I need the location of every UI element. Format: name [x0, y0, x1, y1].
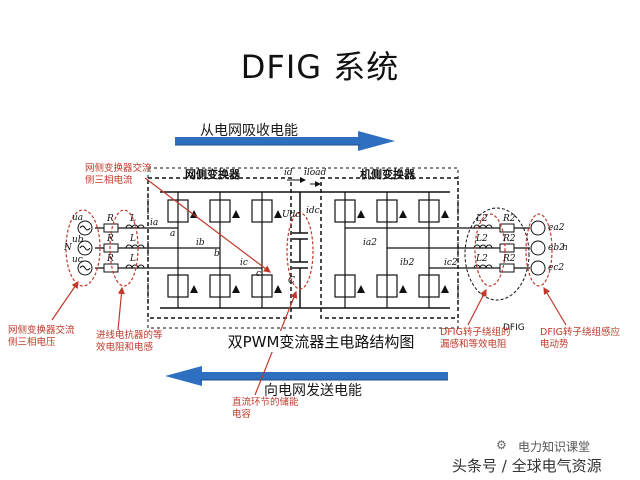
rotor-emf-sources — [530, 220, 546, 276]
label-ub: ub — [72, 235, 84, 245]
label-node-c: c — [256, 269, 262, 279]
dfig-label: DFIG — [503, 323, 525, 333]
label-R3: R — [107, 254, 114, 264]
label-ec2: ec2 — [548, 263, 565, 273]
label-R2: R — [107, 234, 114, 244]
watermark-line1: 电力知识课堂 — [518, 440, 591, 454]
watermark-icon: ⚙ — [496, 438, 507, 452]
label-rotor-neutral: n — [562, 243, 568, 253]
label-id: id — [284, 168, 293, 178]
label-ic: ic — [240, 258, 248, 268]
label-uc: uc — [72, 255, 83, 265]
page-title: DFIG 系统 — [240, 48, 400, 86]
label-L3: L — [130, 254, 136, 264]
bottom-power-arrow — [165, 366, 448, 386]
label-ua: ua — [72, 213, 84, 223]
label-R2-c: R2 — [503, 254, 516, 264]
annotation-line-reactor: 进线电抗器的等效电阻和电感 — [96, 330, 163, 353]
label-node-a: a — [170, 229, 176, 239]
label-idc: idc — [306, 206, 320, 216]
label-ib2: ib2 — [400, 258, 415, 268]
grid-converter-label: 网侧变换器 — [185, 168, 240, 181]
label-ib: ib — [196, 238, 205, 248]
annotation-dc-link: 直流环节的储能电容 — [232, 397, 299, 420]
watermark-line2: 头条号 / 全球电气资源 — [452, 457, 602, 475]
top-power-arrow — [175, 131, 395, 151]
dc-link-highlight — [286, 212, 314, 290]
annotation-dfig-rotor-winding: DFIG转子绕组的漏感和等效电阻 — [440, 327, 511, 350]
label-R2-a: R2 — [503, 214, 516, 224]
label-L2-c: L2 — [476, 254, 488, 264]
grid-converter-box — [147, 177, 292, 319]
label-L1: L — [130, 214, 136, 224]
label-eb2: eb2 — [548, 243, 565, 253]
label-ic2: ic2 — [444, 258, 458, 268]
annotation-rotor-emf: DFIG转子绕组感应电动势 — [540, 327, 620, 350]
top-arrow-label: 从电网吸收电能 — [200, 123, 298, 139]
annotation-grid-current: 网侧变换器交流侧三相电流 — [85, 163, 152, 186]
dc-link-capacitor — [292, 192, 308, 308]
label-udc: Udc — [282, 210, 301, 220]
label-ia2: ia2 — [363, 238, 377, 248]
label-R2-b: R2 — [503, 234, 516, 244]
label-L2-b: L2 — [476, 234, 488, 244]
label-R1: R — [107, 214, 114, 224]
label-node-b: b — [214, 249, 220, 259]
label-L2: L — [130, 234, 136, 244]
label-iload: iload — [304, 168, 327, 178]
bottom-arrow-label: 向电网发送电能 — [264, 383, 362, 399]
label-ia: ia — [150, 218, 159, 228]
machine-converter-label: 机侧变换器 — [360, 168, 415, 181]
label-capacitor: C — [288, 276, 295, 286]
label-L2-a: L2 — [476, 214, 488, 224]
grid-converter-switches — [167, 192, 273, 308]
label-ea2: ea2 — [548, 223, 565, 233]
diagram-caption: 双PWM变流器主电路结构图 — [196, 331, 446, 352]
label-neutral: N — [64, 243, 72, 253]
machine-converter-switches — [334, 192, 440, 308]
annotation-grid-voltage: 网侧变换器交流侧三相电压 — [8, 325, 75, 348]
